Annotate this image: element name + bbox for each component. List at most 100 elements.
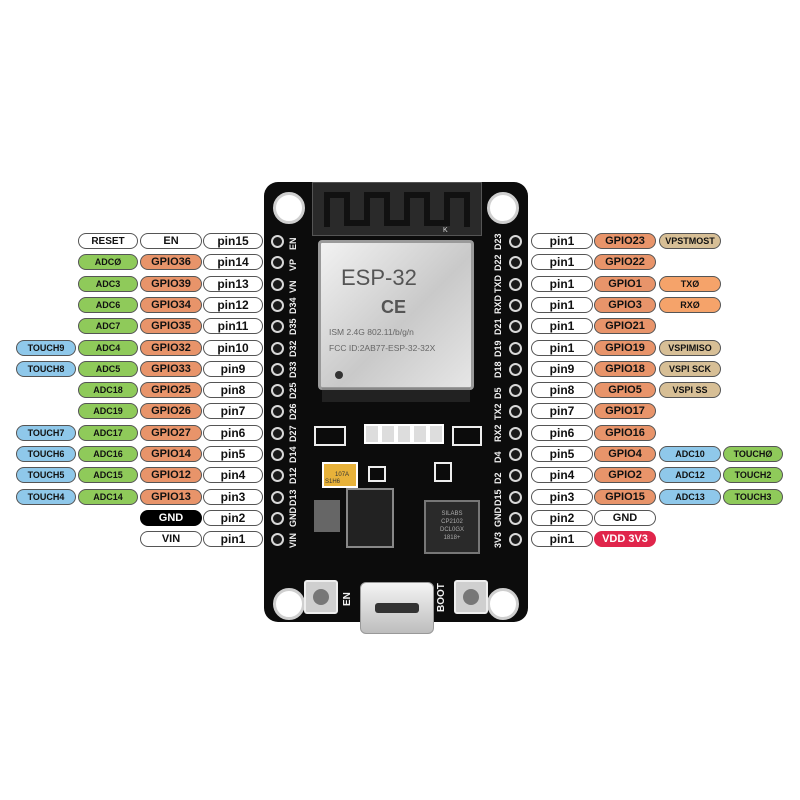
left-pin-hole bbox=[271, 384, 284, 398]
left-pin-number: pin12 bbox=[203, 296, 263, 313]
left-pin-hole bbox=[271, 298, 284, 312]
left-silk-label: GND bbox=[288, 506, 298, 527]
right-pin-hole bbox=[509, 448, 522, 461]
right-silk-label: D18 bbox=[493, 361, 503, 378]
left-gpio-label: GPIO25 bbox=[140, 382, 202, 399]
right-gpio-label: GPIO1 bbox=[594, 275, 656, 292]
left-gpio-label: GND bbox=[140, 509, 202, 526]
right-silk-label: D23 bbox=[493, 233, 503, 250]
ce-mark: CE bbox=[381, 297, 407, 317]
left-pin-number: pin4 bbox=[203, 467, 263, 484]
left-silk-label: D14 bbox=[288, 446, 298, 463]
right-pin-number: pin1 bbox=[531, 254, 593, 271]
right-function-label: ADC13 bbox=[659, 488, 721, 505]
left-adc-label: ADC14 bbox=[78, 488, 138, 505]
right-pin-number: pin4 bbox=[531, 467, 593, 484]
left-silk-label: D25 bbox=[288, 382, 298, 400]
esp32-board: K ESP-32 CE ISM 2.4G 802.11/b/g/n FCC ID… bbox=[264, 182, 528, 634]
left-touch-label: TOUCH5 bbox=[16, 467, 76, 484]
left-gpio-label: GPIO14 bbox=[140, 446, 202, 462]
left-pin-number: pin11 bbox=[203, 318, 263, 335]
left-adc-label: ADC18 bbox=[78, 382, 138, 399]
right-gpio-label: GND bbox=[594, 509, 656, 526]
right-pin-number: pin3 bbox=[531, 488, 593, 505]
right-pin-number: pin1 bbox=[531, 233, 593, 249]
mounting-hole-bottom-right bbox=[487, 588, 519, 620]
right-function-label: VPSTMOST bbox=[659, 233, 721, 249]
right-pin-number: pin1 bbox=[531, 275, 593, 292]
right-silk-label: D19 bbox=[493, 339, 503, 357]
right-silk-label: D21 bbox=[493, 318, 503, 336]
right-pin-number: pin2 bbox=[531, 509, 593, 526]
left-pin-hole bbox=[271, 341, 284, 355]
module-line-1: ISM 2.4G 802.11/b/g/n bbox=[329, 327, 414, 337]
right-pin-hole bbox=[509, 298, 522, 312]
left-silk-label: D32 bbox=[288, 339, 298, 357]
left-pin-number: pin3 bbox=[203, 488, 263, 505]
right-gpio-label: GPIO21 bbox=[594, 318, 656, 335]
mounting-hole-bottom-left bbox=[273, 588, 305, 620]
right-gpio-label: GPIO17 bbox=[594, 403, 656, 420]
left-pin-hole bbox=[271, 426, 284, 440]
mounting-hole-top-left bbox=[273, 192, 305, 224]
en-button[interactable] bbox=[304, 580, 338, 614]
right-pin-hole bbox=[509, 533, 522, 547]
right-gpio-label: GPIO18 bbox=[594, 360, 656, 377]
right-pin-hole bbox=[509, 235, 522, 248]
led-row bbox=[364, 422, 444, 444]
left-gpio-label: GPIO32 bbox=[140, 339, 202, 356]
right-gpio-label: GPIO23 bbox=[594, 233, 656, 249]
right-gpio-label: GPIO22 bbox=[594, 254, 656, 271]
boot-button[interactable] bbox=[454, 580, 488, 614]
right-function-label: ADC10 bbox=[659, 446, 721, 462]
right-silk-label: D15 bbox=[493, 489, 503, 506]
left-gpio-label: GPIO27 bbox=[140, 424, 202, 441]
left-gpio-label: GPIO33 bbox=[140, 360, 202, 377]
right-gpio-label: GPIO16 bbox=[594, 424, 656, 441]
left-adc-label: ADC6 bbox=[78, 296, 138, 313]
right-silk-label: D4 bbox=[493, 451, 503, 463]
left-gpio-label: GPIO36 bbox=[140, 254, 202, 271]
voltage-regulator bbox=[346, 488, 394, 548]
left-adc-label: ADC3 bbox=[78, 275, 138, 292]
left-adc-label: ADC5 bbox=[78, 360, 138, 377]
right-gpio-label: GPIO4 bbox=[594, 446, 656, 462]
left-touch-label: TOUCH8 bbox=[16, 360, 76, 377]
right-pin-hole bbox=[509, 256, 522, 270]
left-adc-label: ADCØ bbox=[78, 254, 138, 271]
module-line-2: FCC ID:2AB77-ESP-32-32X bbox=[329, 343, 436, 353]
right-pin-number: pin1 bbox=[531, 531, 593, 548]
right-pin-number: pin1 bbox=[531, 296, 593, 313]
right-function-label: VSPI SCK bbox=[659, 360, 721, 377]
left-gpio-label: GPIO26 bbox=[140, 403, 202, 420]
left-gpio-label: GPIO12 bbox=[140, 467, 202, 484]
right-silk-label: 3V3 bbox=[493, 532, 503, 549]
left-silk-label: D26 bbox=[288, 403, 298, 421]
right-pin-hole bbox=[509, 362, 522, 376]
module-title: ESP-32 bbox=[341, 265, 417, 290]
right-silk-label: TX2 bbox=[493, 403, 503, 421]
right-pin-number: pin1 bbox=[531, 318, 593, 335]
left-pin-hole bbox=[271, 362, 284, 376]
right-gpio-label: GPIO3 bbox=[594, 296, 656, 313]
right-pin-hole bbox=[509, 469, 522, 483]
right-pin-number: pin6 bbox=[531, 424, 593, 441]
micro-usb-port[interactable] bbox=[360, 582, 434, 634]
right-pin-number: pin5 bbox=[531, 446, 593, 462]
left-pin-number: pin8 bbox=[203, 382, 263, 399]
right-gpio-label: GPIO2 bbox=[594, 467, 656, 484]
left-silk-label: VIN bbox=[288, 533, 298, 549]
esp32-module: ESP-32 CE ISM 2.4G 802.11/b/g/n FCC ID:2… bbox=[318, 240, 474, 390]
left-pin-number: pin14 bbox=[203, 254, 263, 271]
regulator-tab bbox=[314, 500, 340, 532]
left-pin-number: pin13 bbox=[203, 275, 263, 292]
right-silk-label: D2 bbox=[493, 472, 503, 485]
smd-cap-small-2 bbox=[434, 462, 452, 482]
left-adc-label: RESET bbox=[78, 233, 138, 249]
right-pin-number: pin7 bbox=[531, 403, 593, 420]
left-adc-label: ADC17 bbox=[78, 424, 138, 441]
left-pin-hole bbox=[271, 533, 284, 547]
left-silk-label: D27 bbox=[288, 425, 298, 442]
smd-left bbox=[314, 426, 346, 446]
left-pin-hole bbox=[271, 469, 284, 483]
